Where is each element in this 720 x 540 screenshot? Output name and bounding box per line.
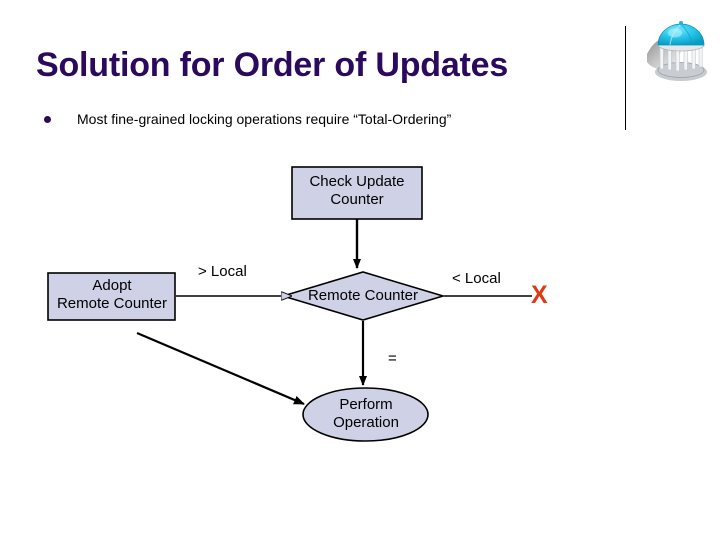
node-adopt-remote-counter[interactable] (47, 272, 176, 321)
header-divider (625, 26, 626, 130)
page-title: Solution for Order of Updates (36, 46, 509, 84)
logo-columns (659, 44, 703, 72)
node-perform-operation[interactable] (302, 387, 429, 442)
node-check-update-counter[interactable] (291, 166, 423, 220)
logo-dome-rib-right (680, 23, 693, 46)
logo-dome-highlight (668, 28, 682, 38)
edge-label-less-than-local: < Local (452, 270, 501, 287)
gazebo-dome-icon (647, 21, 707, 81)
logo-finial (679, 21, 683, 25)
bullet-disc-icon (44, 116, 51, 123)
bullet-list-item: Most fine-grained locking operations req… (44, 111, 604, 133)
gazebo-dome-logo (645, 12, 715, 86)
node-remote-counter-decision[interactable] (280, 271, 446, 321)
edge-label-greater-than-local: > Local (198, 263, 247, 280)
x-mark: X (531, 281, 548, 309)
bullet-item-label: Most fine-grained locking operations req… (77, 111, 452, 127)
edge-adopt-to-perform (136, 331, 305, 406)
edge-label-equal: = (388, 350, 397, 367)
